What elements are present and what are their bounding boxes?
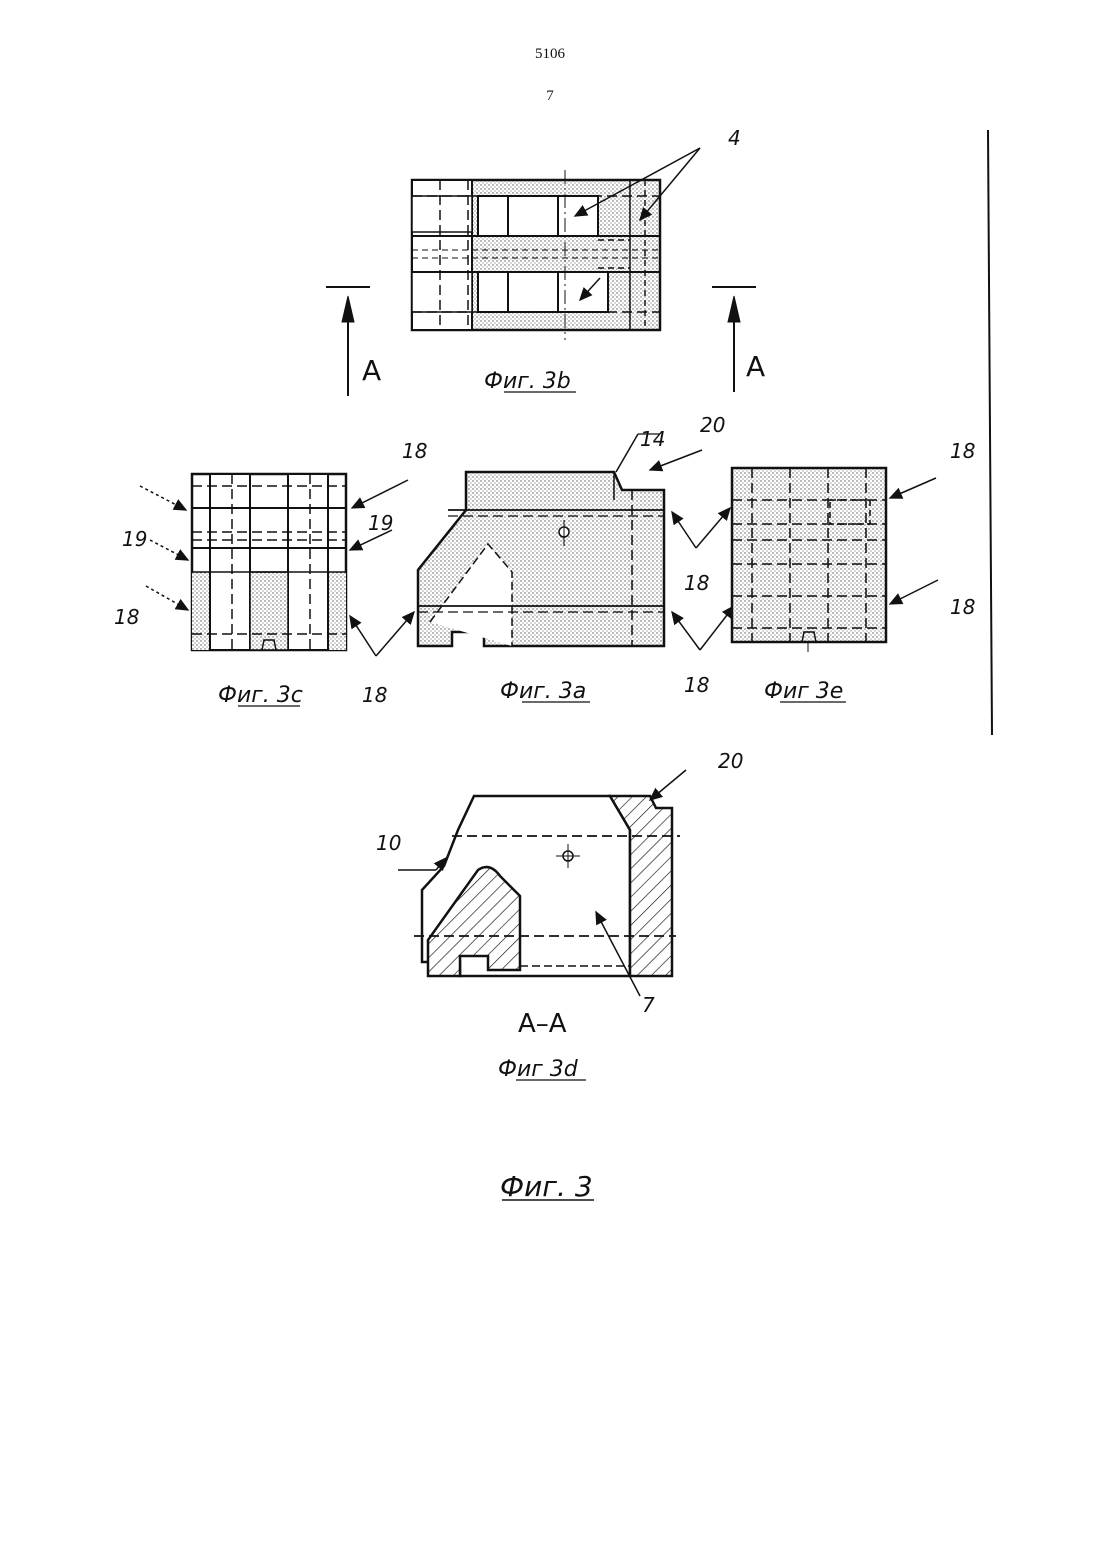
caption-fig-3c: Фиг. 3c: [218, 683, 303, 708]
ref-18-e-top: 18: [950, 439, 975, 463]
leader-18-a-right-b: [696, 508, 730, 548]
leader-18-a-bottom-a: [672, 612, 700, 650]
ref-20-top: 20: [700, 413, 725, 437]
fig-3d-section: [414, 796, 680, 976]
ref-18-c-bottom: 18: [362, 683, 387, 707]
leader-18-c-left: [146, 586, 188, 610]
arrow-label-a-right: A: [746, 350, 765, 383]
fig-3c-view: [192, 474, 346, 650]
leader-18-c-bottom-a: [350, 616, 376, 656]
ref-14: 14: [640, 427, 665, 451]
sheet-border-line: [988, 130, 992, 735]
ref-7: 7: [642, 993, 655, 1017]
ref-20-section: 20: [718, 749, 743, 773]
ref-10: 10: [376, 831, 401, 855]
ref-18-c-left: 18: [114, 605, 139, 629]
ref-19-left: 19: [122, 527, 147, 551]
ref-18-c-top: 18: [402, 439, 427, 463]
fig-3b-view: [412, 170, 660, 340]
leader-18-e-top: [890, 478, 936, 498]
ref-18-a-right: 18: [684, 571, 709, 595]
leader-19-left: [150, 540, 188, 560]
caption-fig-3a: Фиг. 3a: [500, 679, 586, 704]
fig-3a-view: [418, 472, 664, 646]
ref-18-e-bottom: 18: [950, 595, 975, 619]
leader-c-left-upper: [140, 486, 186, 510]
leader-18-a-bottom-b: [700, 606, 734, 650]
leader-20-section: [650, 770, 686, 800]
leader-20-top: [650, 450, 702, 470]
caption-fig-3b: Фиг. 3b: [484, 369, 571, 394]
fig-3e-view: [732, 468, 886, 652]
leader-18-c-top: [352, 480, 408, 508]
leader-14: [616, 434, 638, 472]
caption-fig-3: Фиг. 3: [500, 1170, 593, 1203]
leader-18-c-bottom-b: [376, 612, 414, 656]
ref-18-a-bottom: 18: [684, 673, 709, 697]
ref-4: 4: [728, 126, 741, 150]
leader-18-e-bottom: [890, 580, 938, 604]
caption-fig-3d: Фиг 3d: [498, 1057, 579, 1082]
arrow-label-a-left: A: [362, 354, 381, 387]
caption-fig-3e: Фиг 3e: [764, 679, 843, 704]
section-label-aa: A–A: [518, 1009, 567, 1039]
leader-18-a-right-a: [672, 512, 696, 548]
